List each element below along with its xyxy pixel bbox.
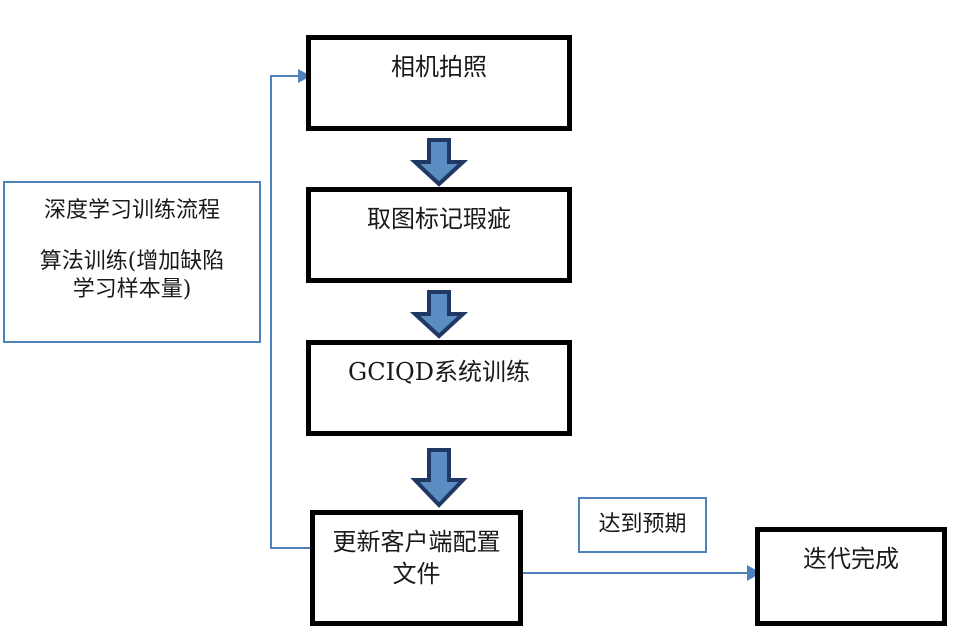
step-box-done[interactable]: 迭代完成 bbox=[755, 527, 947, 626]
note-training-body: 算法训练(增加缺陷 学习样本量) bbox=[39, 248, 225, 303]
note-condition-label: 达到预期 bbox=[598, 511, 687, 537]
connector-update-to-done bbox=[515, 562, 765, 586]
step-box-annotate[interactable]: 取图标记瑕疵 bbox=[306, 187, 572, 283]
connector-update-to-capture bbox=[265, 65, 325, 560]
step-box-train[interactable]: GCIQD系统训练 bbox=[306, 340, 572, 436]
step-label-annotate: 取图标记瑕疵 bbox=[367, 205, 511, 233]
note-condition-expected: 达到预期 bbox=[578, 497, 707, 553]
note-training-process: 深度学习训练流程 算法训练(增加缺陷 学习样本量) bbox=[3, 181, 261, 343]
step-box-capture[interactable]: 相机拍照 bbox=[306, 35, 572, 131]
step-label-done: 迭代完成 bbox=[803, 545, 899, 573]
step-label-capture: 相机拍照 bbox=[391, 53, 487, 81]
block-arrow-annotate-to-train bbox=[409, 290, 469, 339]
block-arrow-capture-to-annotate bbox=[409, 138, 469, 187]
block-arrow-train-to-update bbox=[410, 448, 468, 508]
step-box-update[interactable]: 更新客户端配置 文件 bbox=[310, 510, 523, 626]
note-training-title: 深度学习训练流程 bbox=[43, 198, 220, 223]
step-label-update: 更新客户端配置 文件 bbox=[332, 528, 501, 588]
step-label-train: GCIQD系统训练 bbox=[348, 358, 530, 386]
